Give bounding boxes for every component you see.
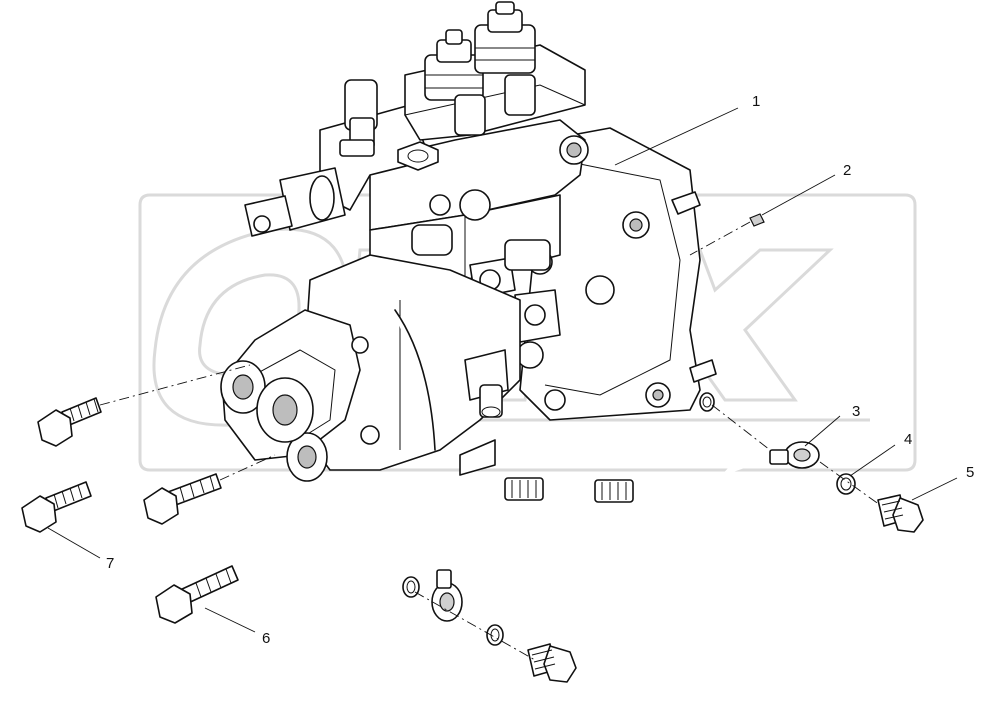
callout-5: 5 bbox=[966, 464, 974, 481]
gear-pump bbox=[220, 309, 380, 482]
pressure-sensor bbox=[339, 79, 378, 157]
leader-5 bbox=[911, 477, 958, 501]
leader-2 bbox=[761, 174, 836, 216]
item-5-banjo-bolt bbox=[877, 494, 924, 533]
item-2-plug bbox=[749, 213, 765, 227]
banjo-bolt-lower bbox=[527, 643, 577, 683]
callouts: 1 2 3 4 5 6 7 bbox=[106, 93, 974, 647]
leader-1 bbox=[614, 107, 739, 166]
callout-4: 4 bbox=[904, 431, 912, 448]
leader-lines bbox=[47, 107, 958, 661]
callout-2: 2 bbox=[843, 162, 851, 179]
metering-solenoid bbox=[244, 167, 346, 237]
callout-3: 3 bbox=[852, 403, 860, 420]
washer-lower bbox=[486, 624, 504, 646]
callout-6: 6 bbox=[262, 630, 270, 647]
delivery-valve-right bbox=[474, 1, 536, 74]
fuel-injection-pump bbox=[220, 1, 717, 482]
item-6-bolt bbox=[155, 565, 239, 624]
leader-6 bbox=[204, 607, 256, 633]
leader-4 bbox=[849, 444, 896, 477]
washer-lower-upper bbox=[402, 576, 420, 598]
bolt-upper-left bbox=[37, 397, 102, 447]
item-3-fuel-pipe bbox=[431, 441, 820, 622]
bolt-middle bbox=[143, 473, 222, 525]
item-4-washer bbox=[836, 473, 856, 495]
callout-7: 7 bbox=[106, 555, 114, 572]
leader-7 bbox=[47, 527, 101, 559]
washer-pump-side bbox=[699, 392, 715, 412]
leader-3 bbox=[804, 415, 841, 447]
item-7-bolt bbox=[21, 481, 92, 533]
delivery-valve-left bbox=[424, 29, 484, 101]
callout-1: 1 bbox=[752, 93, 760, 110]
